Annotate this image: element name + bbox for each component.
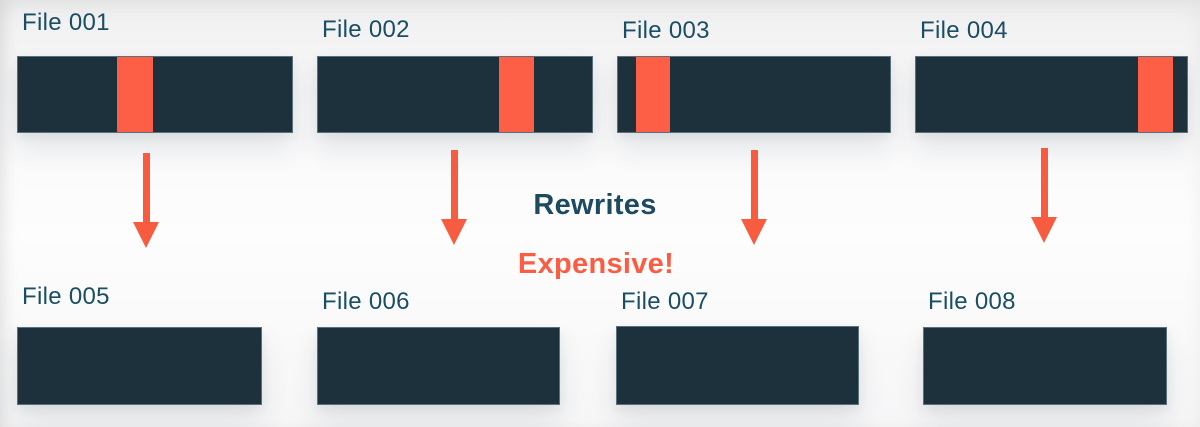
arrow-shaft	[450, 150, 458, 219]
file-label: File 007	[621, 288, 709, 315]
arrow-head	[1031, 217, 1057, 243]
file-bar	[317, 327, 560, 405]
file-bar	[317, 56, 593, 133]
expensive-subheading: Expensive!	[517, 248, 675, 280]
rewrites-heading: Rewrites	[533, 189, 657, 221]
arrow-shaft	[142, 153, 150, 222]
file-label: File 006	[322, 288, 410, 315]
arrow-head	[441, 219, 467, 245]
file-label: File 003	[622, 17, 710, 44]
arrow-shaft	[1040, 148, 1048, 217]
down-arrow-icon	[133, 153, 159, 248]
file-label: File 001	[22, 9, 110, 36]
rewrite-highlight-segment	[499, 57, 534, 132]
rewrite-highlight-segment	[117, 57, 153, 132]
file-bar	[616, 326, 859, 405]
rewrite-highlight-segment	[636, 57, 670, 132]
rewrite-highlight-segment	[1138, 57, 1173, 132]
file-label: File 002	[322, 16, 410, 43]
file-bar	[617, 56, 891, 133]
file-label: File 004	[920, 17, 1008, 44]
down-arrow-icon	[1031, 148, 1057, 243]
down-arrow-icon	[441, 150, 467, 245]
file-bar	[17, 56, 293, 133]
down-arrow-icon	[741, 150, 767, 245]
file-label: File 008	[928, 288, 1016, 315]
arrow-head	[741, 219, 767, 245]
file-bar	[915, 56, 1188, 133]
file-bar	[17, 327, 262, 405]
file-label: File 005	[22, 283, 110, 310]
arrow-shaft	[750, 150, 758, 219]
file-bar	[923, 327, 1167, 405]
arrow-head	[133, 222, 159, 248]
